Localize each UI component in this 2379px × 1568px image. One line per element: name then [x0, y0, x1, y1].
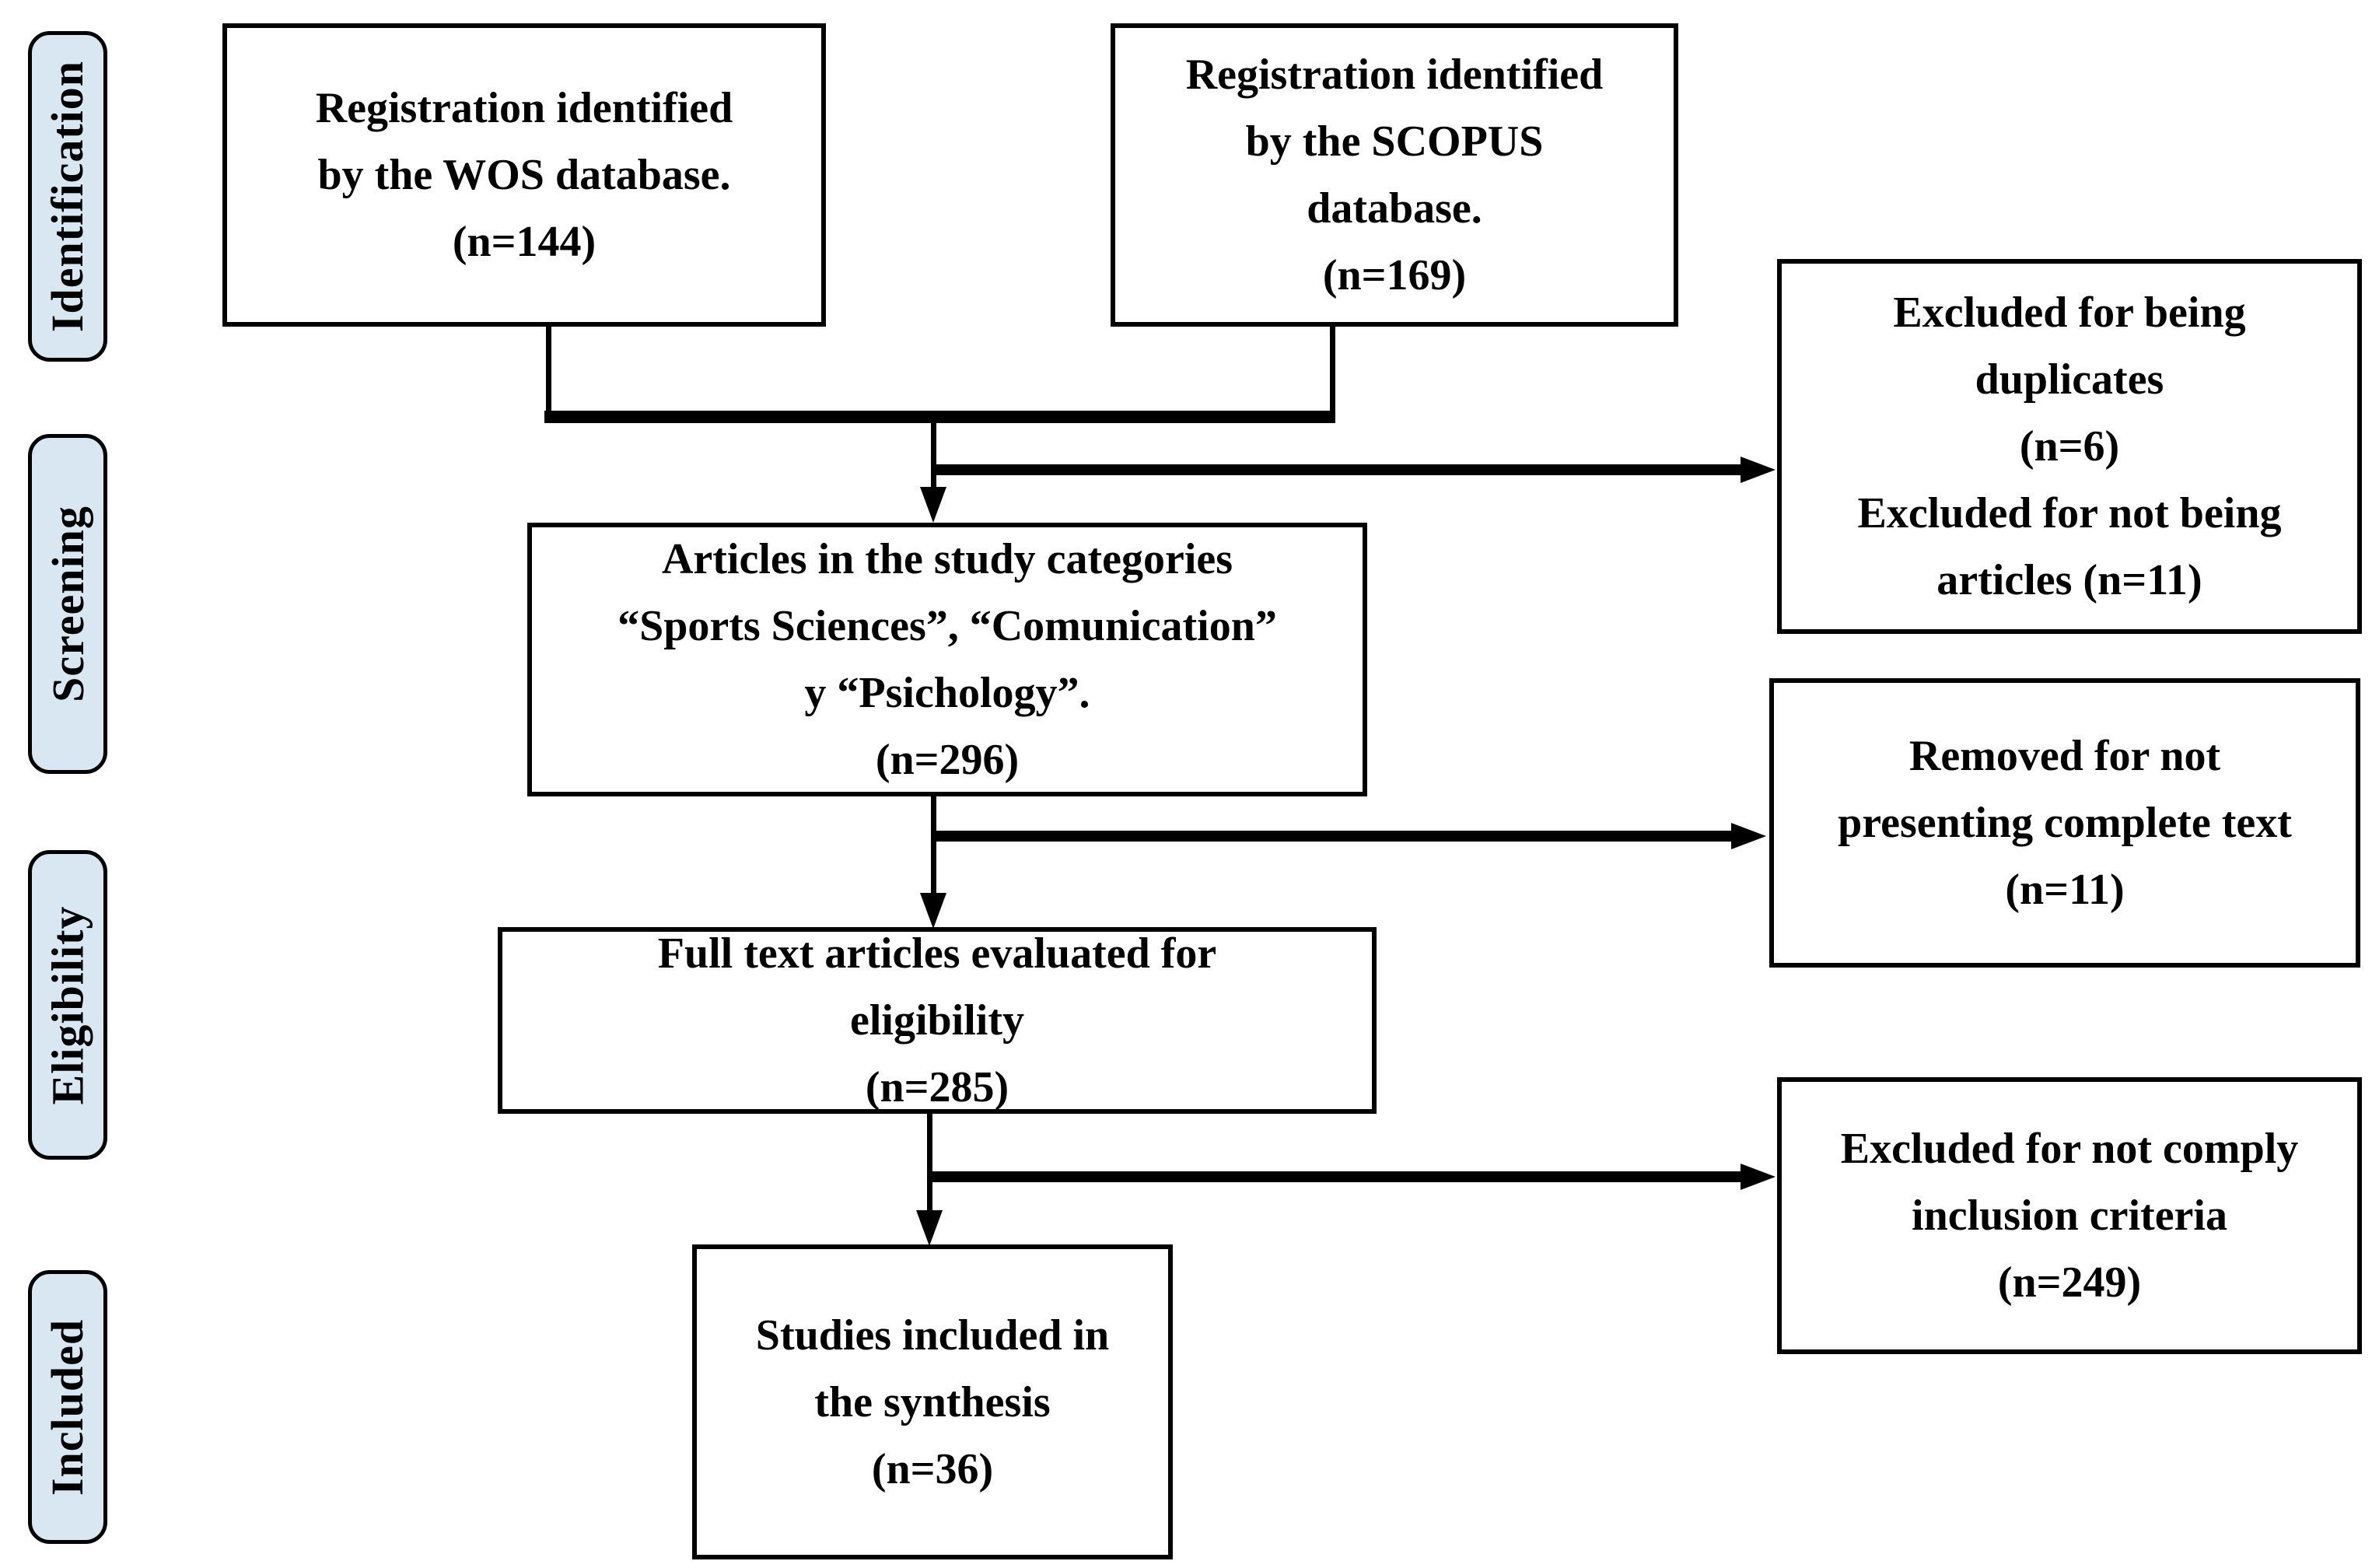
- connector-to-studies: [927, 1114, 932, 1210]
- box-fulltext-evaluated: Full text articles evaluated for eligibi…: [498, 927, 1377, 1114]
- connector-scopus-drop: [1330, 327, 1335, 418]
- stage-label-screening: Screening: [28, 434, 107, 774]
- box-articles-categories: Articles in the study categories “Sports…: [527, 523, 1367, 796]
- box-excluded-duplicates: Excluded for being duplicates (n=6) Excl…: [1777, 259, 2362, 634]
- arrowhead-down-studies-icon: [916, 1210, 943, 1246]
- stage-label-included-text: Included: [42, 1318, 93, 1496]
- box-removed-no-full-text: Removed for not presenting complete text…: [1769, 678, 2360, 968]
- box-excluded-duplicates-text: Excluded for being duplicates (n=6) Excl…: [1857, 289, 2282, 604]
- connector-to-fulltext: [931, 795, 936, 893]
- arrowhead-right-excluded-duplicates-icon: [1741, 457, 1776, 483]
- box-articles-categories-text: Articles in the study categories “Sports…: [617, 535, 1277, 784]
- box-wos-identified: Registration identified by the WOS datab…: [222, 23, 826, 327]
- arrowhead-right-excluded-criteria-icon: [1741, 1164, 1776, 1190]
- box-wos-identified-text: Registration identified by the WOS datab…: [315, 84, 733, 266]
- connector-wos-drop: [546, 327, 551, 418]
- stage-label-identification: Identification: [28, 31, 107, 362]
- connector-join-bar: [544, 411, 1335, 423]
- box-excluded-criteria-text: Excluded for not comply inclusion criter…: [1840, 1125, 2299, 1307]
- stage-label-screening-text: Screening: [42, 506, 93, 702]
- arrowhead-down-articles-icon: [920, 487, 946, 523]
- box-fulltext-evaluated-text: Full text articles evaluated for eligibi…: [657, 929, 1217, 1111]
- stage-label-identification-text: Identification: [42, 60, 93, 333]
- box-studies-included-text: Studies included in the synthesis (n=36): [755, 1311, 1110, 1493]
- box-scopus-identified: Registration identified by the SCOPUS da…: [1111, 23, 1678, 327]
- box-removed-no-full-text-text: Removed for not presenting complete text…: [1838, 732, 2292, 914]
- stage-label-included: Included: [28, 1270, 107, 1544]
- arrowhead-down-fulltext-icon: [920, 893, 946, 929]
- connector-to-removed: [933, 831, 1733, 842]
- connector-to-excluded-criteria: [929, 1171, 1742, 1182]
- stage-label-eligibility-text: Eligibility: [42, 905, 93, 1104]
- connector-to-excluded-duplicates: [933, 464, 1742, 475]
- connector-to-articles: [931, 420, 936, 487]
- stage-label-eligibility: Eligibility: [28, 850, 107, 1160]
- arrowhead-right-removed-icon: [1731, 823, 1766, 849]
- box-excluded-criteria: Excluded for not comply inclusion criter…: [1777, 1077, 2362, 1354]
- box-scopus-identified-text: Registration identified by the SCOPUS da…: [1185, 51, 1604, 299]
- box-studies-included: Studies included in the synthesis (n=36): [692, 1244, 1173, 1559]
